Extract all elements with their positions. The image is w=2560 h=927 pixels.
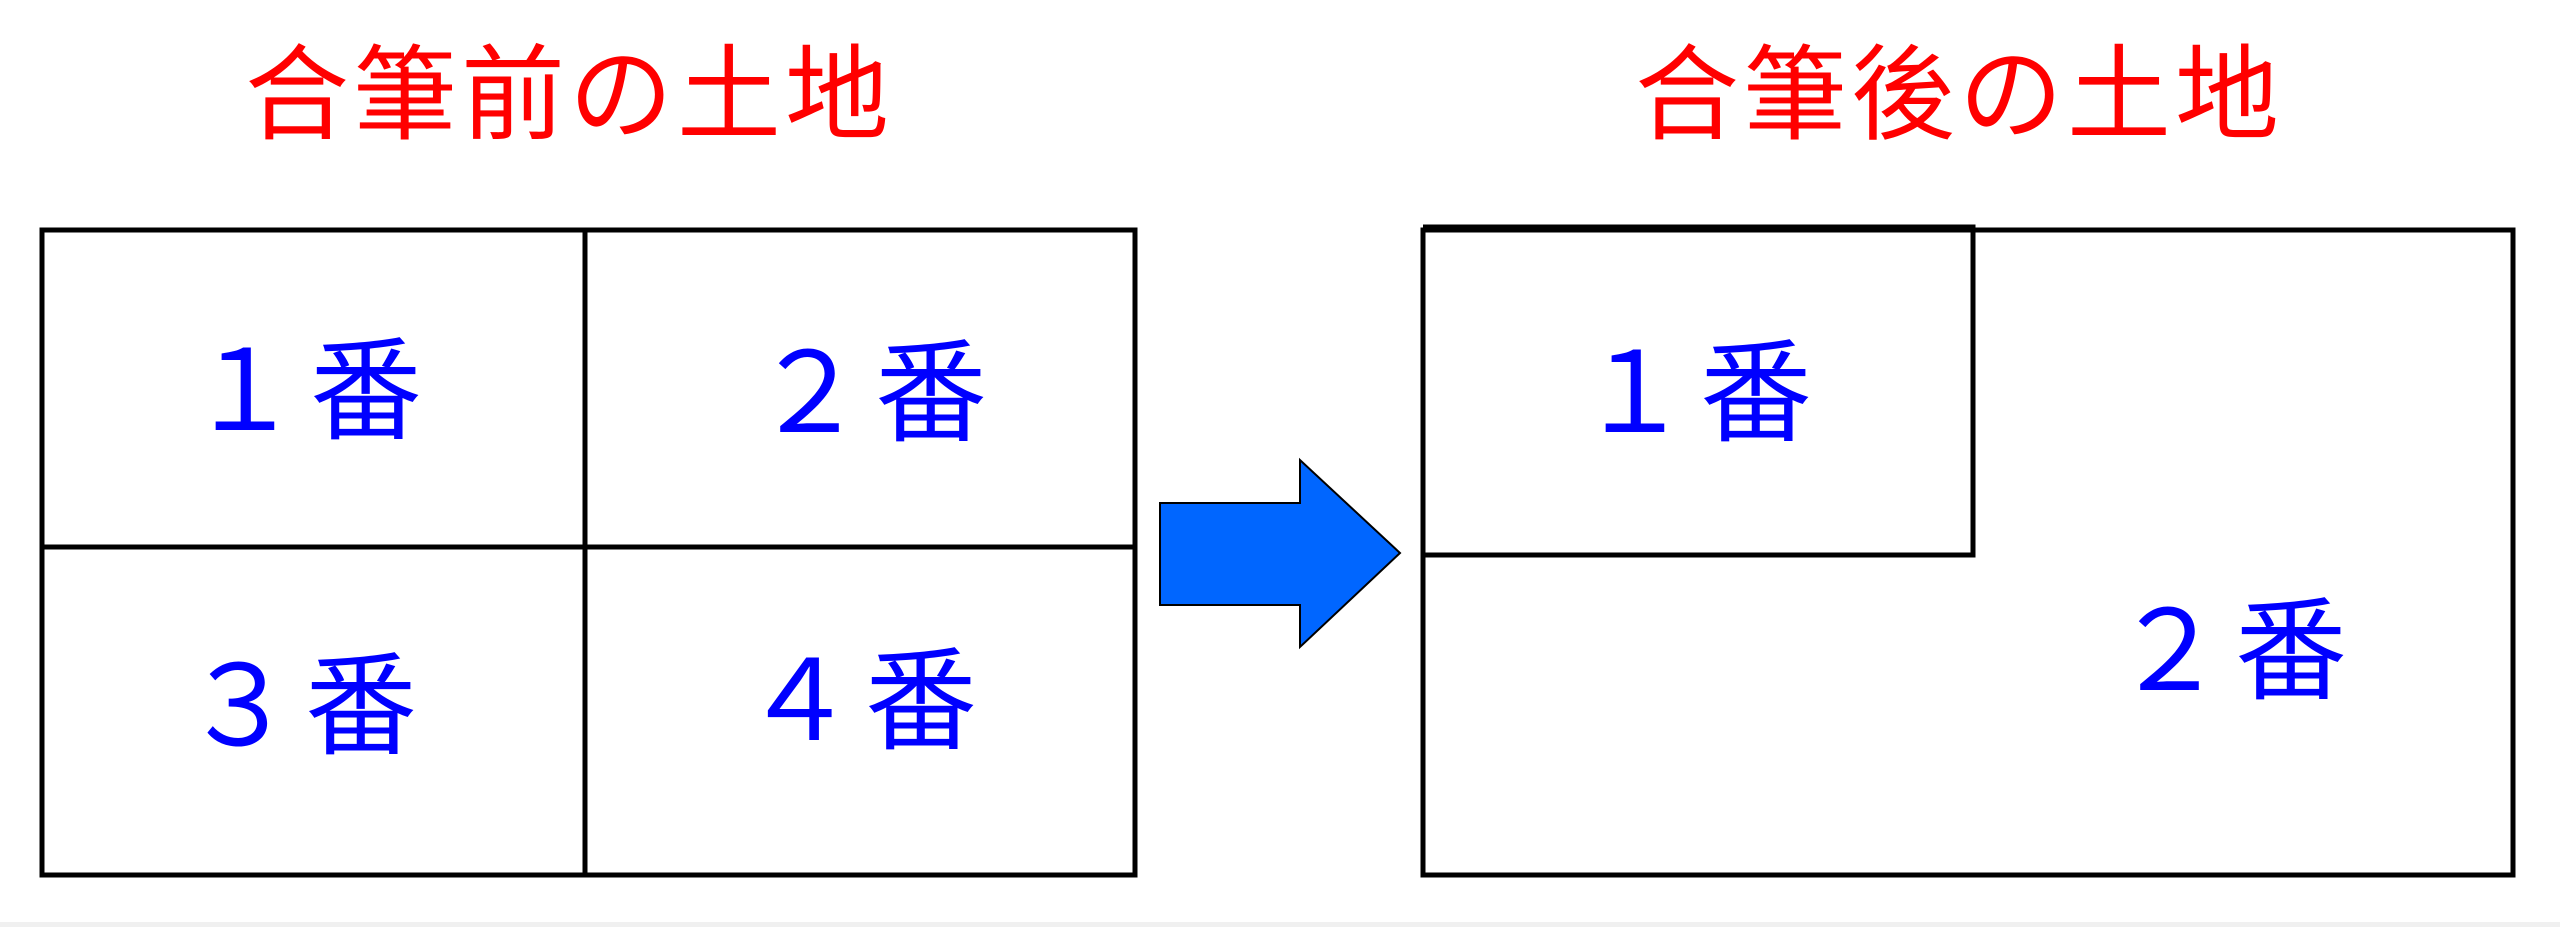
before-parcel-3-label: ３番 xyxy=(183,642,427,772)
title-after-merger: 合筆後の土地 xyxy=(1635,34,2284,156)
after-parcel-2-label: ２番 xyxy=(2113,587,2357,717)
before-parcel-grid: １番 ２番 ３番 ４番 xyxy=(39,227,1138,878)
before-outline xyxy=(39,227,1138,878)
after-parcel-map: １番 ２番 xyxy=(1420,224,2516,878)
bottom-border-strip xyxy=(0,922,2560,927)
after-parcel-1-boundary xyxy=(1423,224,1976,558)
title-before-merger: 合筆前の土地 xyxy=(245,34,894,156)
after-parcel-1-label: １番 xyxy=(1578,329,1822,459)
before-parcel-2-label: ２番 xyxy=(753,329,997,459)
right-arrow-icon xyxy=(1159,457,1402,650)
before-parcel-4-label: ４番 xyxy=(743,637,987,767)
before-parcel-1-label: １番 xyxy=(188,327,432,457)
